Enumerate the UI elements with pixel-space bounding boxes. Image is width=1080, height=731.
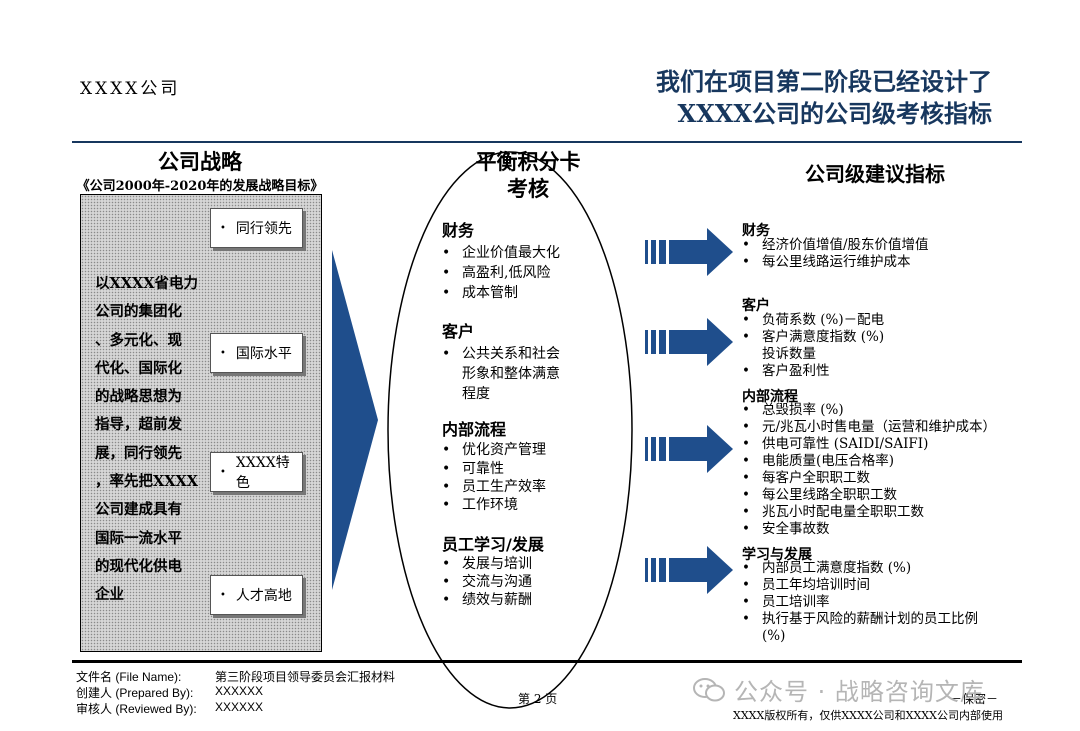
indicator-list-customer: •负荷系数 (%)－配电 •客户满意度指数 (%) 投诉数量 •客户盈利性	[742, 312, 885, 379]
strategy-subheading: 《公司2000年-2020年的发展战略目标》	[76, 179, 324, 194]
prepared-by-label: 创建人 (Prepared By):	[76, 686, 194, 700]
watermark-text: 公众号 · 战略咨询文库	[734, 678, 985, 706]
confidential-mark: －保密－	[950, 692, 999, 706]
page-number: 第 2 页	[518, 692, 558, 706]
indicator-section-title: 学习与发展	[742, 547, 812, 563]
copyright-notice: XXXX版权所有，仅供XXXX公司和XXXX公司内部使用	[733, 709, 1003, 722]
file-name-value: 第三阶段项目领导委员会汇报材料	[215, 670, 396, 684]
page-title-line1: 我们在项目第二阶段已经设计了	[656, 67, 992, 96]
striped-arrow-icon	[645, 318, 733, 366]
scorecard-heading: 平衡积分卡 考核	[475, 149, 581, 201]
goal-card: •同行领先	[210, 208, 303, 248]
indicator-section-title: 内部流程	[742, 389, 798, 405]
wechat-icon	[692, 676, 726, 708]
indicator-list-learning: •内部员工满意度指数 (%) •员工年均培训时间 •员工培训率 •执行基于风险的…	[742, 560, 978, 644]
indicator-list-process: •总毁损率 (%) •元/兆瓦小时售电量（运营和维护成本） •供电可靠性 (SA…	[742, 402, 997, 537]
strategy-heading: 公司战略	[158, 149, 242, 174]
scorecard-section-customer: 客户 •公共关系和社会 形象和整体满意 程度	[442, 322, 560, 402]
file-name-label: 文件名 (File Name):	[76, 670, 182, 684]
scorecard-section-process: 内部流程 •优化资产管理 •可靠性 •员工生产效率 •工作环境	[442, 420, 546, 513]
goal-card: •人才高地	[210, 575, 303, 615]
striped-arrow-icon	[645, 228, 733, 276]
indicator-section-title: 财务	[742, 223, 770, 239]
goal-card: •国际水平	[210, 333, 303, 373]
reviewed-by-label: 审核人 (Reviewed By):	[76, 702, 197, 716]
strategy-box	[80, 194, 322, 652]
company-name: XXXX公司	[80, 79, 181, 99]
goal-card: •XXXX特色	[210, 452, 303, 492]
striped-arrow-icon	[645, 546, 733, 594]
reviewed-by-value: XXXXXX	[215, 700, 264, 714]
striped-arrow-icon	[645, 425, 733, 473]
footer-divider	[72, 660, 1022, 663]
scorecard-section-learning: 员工学习/发展 •发展与培训 •交流与沟通 •绩效与薪酬	[442, 535, 544, 608]
indicator-section-title: 客户	[742, 298, 770, 314]
prepared-by-value: XXXXXX	[215, 684, 264, 698]
scorecard-section-finance: 财务 •企业价值最大化 •高盈利,低风险 •成本管制	[442, 221, 560, 301]
indicator-list-finance: •经济价值增值/股东价值增值 •每公里线路运行维护成本	[742, 237, 929, 270]
page-title-line2: XXXX公司的公司级考核指标	[677, 99, 992, 128]
header-divider	[72, 141, 1022, 143]
scorecard-ellipse	[387, 151, 633, 709]
flow-triangle-arrow	[332, 250, 378, 590]
strategy-text: 以XXXX省电力 公司的集团化 、多元化、现 代化、国际化 的战略思想为 指导，…	[95, 275, 199, 604]
indicators-heading: 公司级建议指标	[805, 162, 945, 186]
